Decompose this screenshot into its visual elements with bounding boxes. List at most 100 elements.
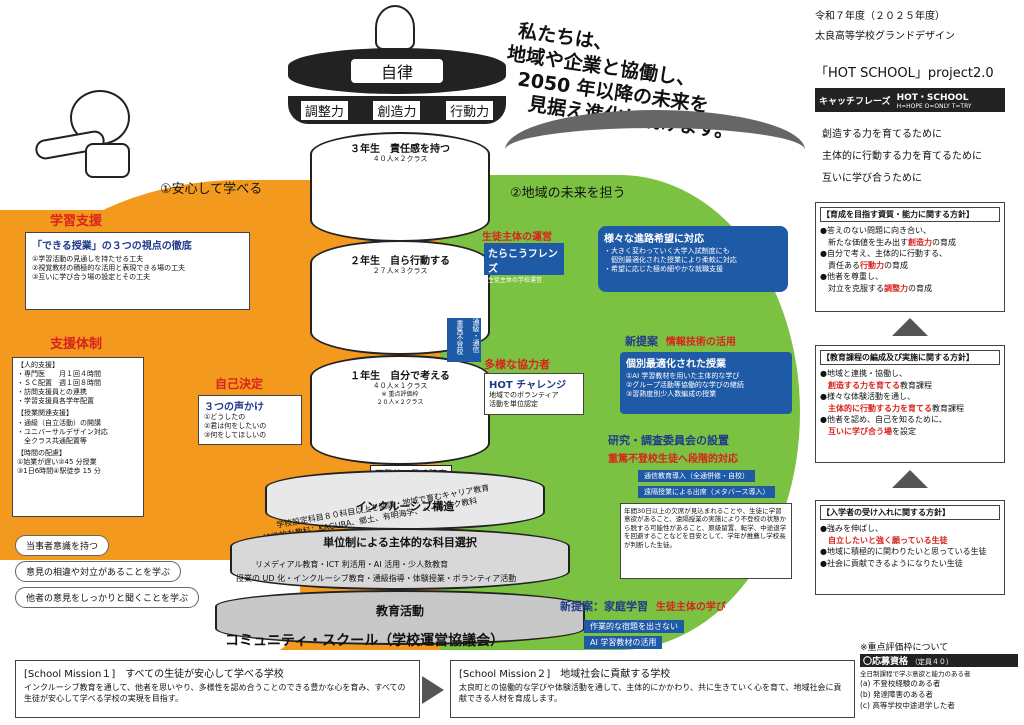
unit-desc-1: リメディアル教育・ICT 利活用・AI 活用・少人数教育 [255,560,449,569]
policy-1-title: 【育成を目指す資質・能力に関する方針】 [820,207,1000,222]
left-zone-title: ①安心して学べる [160,182,263,197]
policy-item: ●地域と連携・協働し、 [820,369,907,378]
shinro-title: 様々な進路希望に対応 [604,234,704,245]
jugyo-item: ・通級（自立活動）の開講 [17,418,101,427]
note-item-c: (c) 高等学校中途退学した者 [860,701,955,710]
ability-act: 行動力 [446,100,494,120]
policy-3-box: 【入学者の受け入れに関する方針】 ●強みを伸ばし、 自立したいと強く願っている生… [815,500,1005,595]
autonomy-label: 自律 [350,59,443,83]
taisei-title: 支援体制 [50,337,103,352]
pill-1: 当事者意識を持つ [15,535,110,556]
pill-3: 他者の意見をしっかりと聞くことを学ぶ [15,587,200,608]
support-title: 学習支援 [50,214,103,229]
taisei-box: 【人的支援】 ・専門医 月１回４時間 ・ＳＣ配置 週１回８時間 ・訪問支援員との… [12,357,144,517]
jikan-label: 【時間の配慮】 [17,448,66,457]
policy-2-list: ●地域と連携・協働し、 創造する力を育てる教育課程●様々な体験活動を通し、 主体… [820,368,1000,438]
dekiru-item-2: ②視覚教材の積極的な活用と表現できる場の工夫 [32,264,186,273]
policy-item: ●様々な体験活動を通し、 [820,392,915,402]
year-label: 令和７年度（２０２５年度） [815,11,945,22]
new2-tag-1: 作業的な宿題を出さない [584,620,684,633]
koe-box: ３つの声かけ ①どうしたの ②君は何をしたいの ③何をしてほしいの [198,395,302,445]
up-arrow-2 [892,470,928,488]
policy-item: 責任ある行動力の育成 [820,260,908,270]
tarako-sub: 生徒主体の学校運営 [488,277,543,284]
mission-1-box: [School Mission１] すべての生徒が安心して学べる学校 インクルー… [15,660,420,718]
kenkyu-title: 研究・調査委員会の設置 [608,434,729,447]
abilities-bar: 調整力 創造力 行動力 [288,96,506,124]
school-label: 太良高等学校グランドデザイン [815,31,955,42]
unit-tier: 単位制による主体的な科目選択 [230,528,570,590]
inclusive-title: インクルーシブ構造 [355,500,455,513]
hot-item: 活動を単位認定 [489,400,538,409]
policy-item: ●他者を尊重し、 [820,272,883,282]
grade1-cylinder: １年生 自分で考える ４０人×１クラス ※ 重点評価枠 ２０人×２クラス [310,355,490,465]
jikan-item: ①始業が遅い②45 分授業 [17,457,97,466]
mission-arrow [422,676,444,704]
policy-1-box: 【育成を目指す資質・能力に関する方針】 ●答えのない問題に向き合い、 新たな価値… [815,202,1005,312]
new2-sub: 生徒主体の学び [655,602,726,613]
tayou-label: 多様な協力者 [484,358,550,371]
mission-2-box: [School Mission２] 地域社会に貢献する学校 太良町との協働的な学… [450,660,855,718]
goal-2: 主体的に行動する力を育てるために [822,151,982,162]
jugyo-label: 【授業関連支援】 [17,409,73,418]
jugyo-item: ・ユニバーサルデザイン対応 [17,427,108,436]
hot-title: HOT チャレンジ [489,380,567,391]
mission-2-desc: 太良町との協働的な学びや体験活動を通して、主体的にかかわり、共に生きていく心を育… [459,683,842,703]
dekiru-item-3: ③互いに学び合う場の設定とその工夫 [32,273,151,282]
up-arrow-1 [892,318,928,336]
policy-item: 創造する力を育てる教育課程 [828,380,932,390]
goal-1: 創造する力を育てるために [822,129,942,140]
curved-arrow-top [505,110,805,190]
policy-item: ●他者を認め、自己を知るために、 [820,415,947,425]
mission-1-title: [School Mission１] すべての生徒が安心して学べる学校 [24,669,284,680]
jinteki-item: ・ＳＣ配置 週１回８時間 [17,379,101,388]
note-line: 全日制課程で学ぶ意欲と能力のある者 [860,670,971,678]
pill-2: 意見の相違や対立があることを学ぶ [15,561,182,582]
policy-item: ●答えのない問題に向き合い、 [820,226,931,235]
policy-2-box: 【教育課程の編成及び実施に関する方針】 ●地域と連携・協働し、 創造する力を育て… [815,345,1005,463]
jinteki-item: ・学習支援員各学年配置 [17,397,94,406]
project-title: 「HOT SCHOOL」project2.0 [815,66,994,81]
grade1-label: １年生 自分で考える [350,371,450,382]
jikan-item: ③1日6時間④駅徒歩 15 分 [17,467,101,476]
koe-item: ②君は何をしたいの [204,422,267,431]
grade1-note: ※ 重点評価枠 ２０人×２クラス [376,391,424,406]
shinro-box: 様々な進路希望に対応 ・大きく変わっていく大学入試制度にも 個別最適化された授業… [598,226,788,292]
new1-sub: 情報技術の活用 [665,337,736,348]
goal-3: 互いに学び合うために [822,173,922,184]
policy-item: ●強みを伸ばし、 [820,524,883,533]
ability-create: 創造力 [373,100,421,120]
jugyo-item: 全クラス共通配置等 [17,436,87,445]
catch-title: HOT・SCHOOL [896,93,969,103]
note-qual: 〇応募資格 [863,657,909,667]
catchphrase-box: キャッチフレーズ HOT・SCHOOL H=HOPE O=ONLY T=TRY [815,88,1005,112]
grade2-label: ２年生 自ら行動する [350,256,450,267]
mascot-icon [25,85,135,185]
policy-1-list: ●答えのない問題に向き合い、 新たな価値を生み出す創造力の育成●自分で考え、主体… [820,225,1000,295]
policy-item: 対立を克服する調整力の育成 [820,283,932,293]
koe-item: ①どうしたの [204,413,246,421]
note-title: ※重点評価枠について [860,643,949,653]
catch-sub: H=HOPE O=ONLY T=TRY [896,103,972,110]
policy-item: 自立したいと強く願っている生徒 [828,535,948,545]
grade2-count: ２７人×３クラス [372,267,428,275]
new1-label: 新提案 情報技術の活用 [625,333,736,349]
right-zone-title: ②地域の未来を担う [510,186,626,201]
tarako-box: たらこうフレンズ 生徒主体の学校運営 [484,243,564,284]
mission-2-title: [School Mission２] 地域社会に貢献する学校 [459,669,671,680]
unit-title: 単位制による主体的な科目選択 [323,536,477,549]
ability-adjust: 調整力 [300,100,348,120]
new2-tag-2: AI 学習教材の活用 [584,636,663,649]
shinro-item: ・大きく変わっていく大学入試制度にも [604,247,730,255]
side-tag-2: 通級・通信 [467,318,481,362]
new2-label: 新提案：家庭学習 生徒主体の学び [560,598,726,614]
new2-title: 新提案：家庭学習 [560,600,648,613]
kobetsu-item: ③習熟度別少人数編成の授業 [626,390,717,399]
enkaku-tag: 遠隔授業による出席（メタバース導入） [638,486,776,498]
koe-title: ３つの声かけ [204,402,264,413]
jutoku-desc: 年間30日以上の欠席が見込まれることや、生徒に学習意欲があること、遠隔授業の実施… [620,503,792,579]
seito-label: 生徒主体の運営 [482,232,552,243]
top-figure-icon [375,5,415,50]
hot-item: 地域でのボランティア [489,391,559,399]
tarako-title: たらこうフレンズ [488,249,558,275]
